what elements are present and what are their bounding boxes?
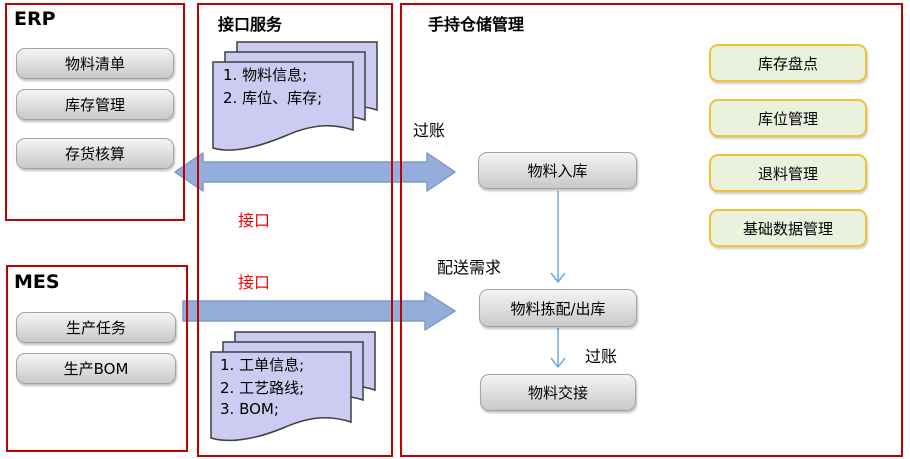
erp-item-material-list: 物料清单 xyxy=(16,48,174,79)
erp-panel xyxy=(5,3,185,221)
erp-item-stock-accounting: 存货核算 xyxy=(16,138,174,169)
module-location-management: 库位管理 xyxy=(709,99,867,137)
mes-warehouse-arrow-icon xyxy=(182,291,456,331)
warehouse-panel xyxy=(400,3,903,457)
erp-panel-title: ERP xyxy=(14,8,56,30)
mes-panel xyxy=(6,265,188,452)
doc-bottom-line-3: 3. BOM; xyxy=(220,400,279,418)
flow-arrow-picking-handover-icon xyxy=(550,328,566,369)
module-inventory-counting: 库存盘点 xyxy=(709,44,867,82)
flow-node-material-inbound: 物料入库 xyxy=(478,152,637,189)
posting-label-bottom: 过账 xyxy=(585,347,618,366)
interface-label-top: 接口 xyxy=(238,211,271,230)
work-order-document-stack-icon xyxy=(210,331,376,442)
module-return-management: 退料管理 xyxy=(709,154,867,192)
warehouse-panel-title: 手持仓储管理 xyxy=(428,15,525,34)
doc-bottom-line-2: 2. 工艺路线; xyxy=(220,379,305,397)
interface-service-panel xyxy=(197,3,393,457)
posting-label-top: 过账 xyxy=(413,121,446,140)
flow-arrow-inbound-picking-icon xyxy=(550,191,566,284)
mes-panel-title: MES xyxy=(14,271,60,293)
flow-node-material-handover: 物料交接 xyxy=(480,374,636,411)
interface-service-title: 接口服务 xyxy=(218,15,283,34)
delivery-demand-label: 配送需求 xyxy=(437,258,502,277)
interface-label-bottom: 接口 xyxy=(238,273,271,292)
doc-bottom-line-1: 1. 工单信息; xyxy=(220,356,305,374)
mes-item-production-task: 生产任务 xyxy=(16,312,176,343)
doc-top-line-1: 1. 物料信息; xyxy=(223,66,308,84)
flow-node-material-picking-outbound: 物料拣配/出库 xyxy=(479,289,637,327)
mes-item-production-bom: 生产BOM xyxy=(16,353,176,384)
erp-item-inventory-management: 库存管理 xyxy=(16,89,174,120)
erp-interface-double-arrow-icon xyxy=(174,152,456,192)
doc-top-line-2: 2. 库位、库存; xyxy=(223,89,323,107)
module-basic-data-management: 基础数据管理 xyxy=(709,209,867,247)
material-info-document-stack-icon xyxy=(212,41,378,151)
